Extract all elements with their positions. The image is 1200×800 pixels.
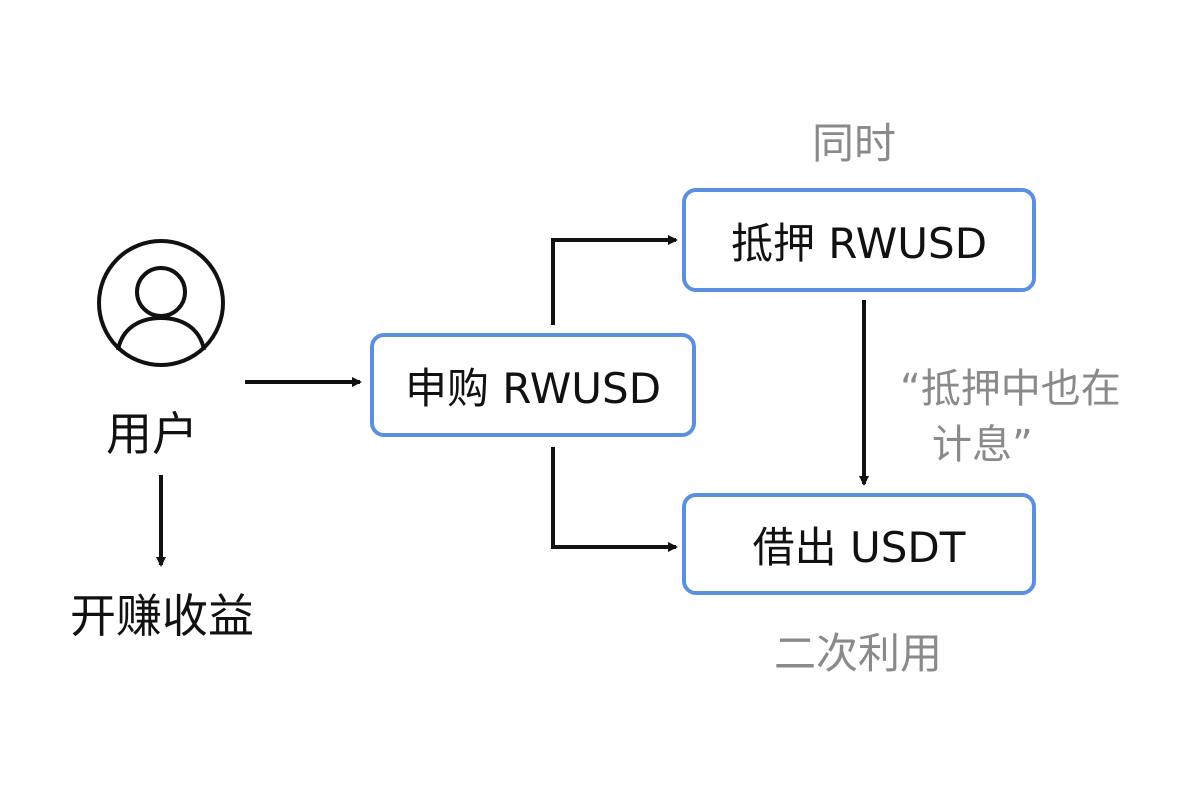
simultaneous-annotation: 同时 — [812, 119, 897, 168]
interest-annotation-line2: 计息” — [932, 422, 1033, 468]
subscribe-rwusd-node: 申购 RWUSD — [370, 333, 696, 437]
user-avatar-icon — [97, 239, 225, 367]
collateral-rwusd-node: 抵押 RWUSD — [682, 188, 1036, 292]
interest-annotation-line1: “抵押中也在 — [900, 366, 1121, 412]
user-label: 用户 — [106, 407, 198, 461]
arrow-subscribe-to-collateral — [551, 235, 678, 325]
borrow-usdt-node: 借出 USDT — [682, 493, 1036, 595]
arrow-subscribe-to-borrow — [551, 447, 678, 552]
reuse-annotation: 二次利用 — [774, 629, 943, 678]
collateral-rwusd-label: 抵押 RWUSD — [730, 218, 988, 268]
subscribe-rwusd-label: 申购 RWUSD — [404, 363, 662, 413]
outcome-label: 开赚收益 — [70, 589, 254, 643]
borrow-usdt-label: 借出 USDT — [752, 522, 966, 572]
